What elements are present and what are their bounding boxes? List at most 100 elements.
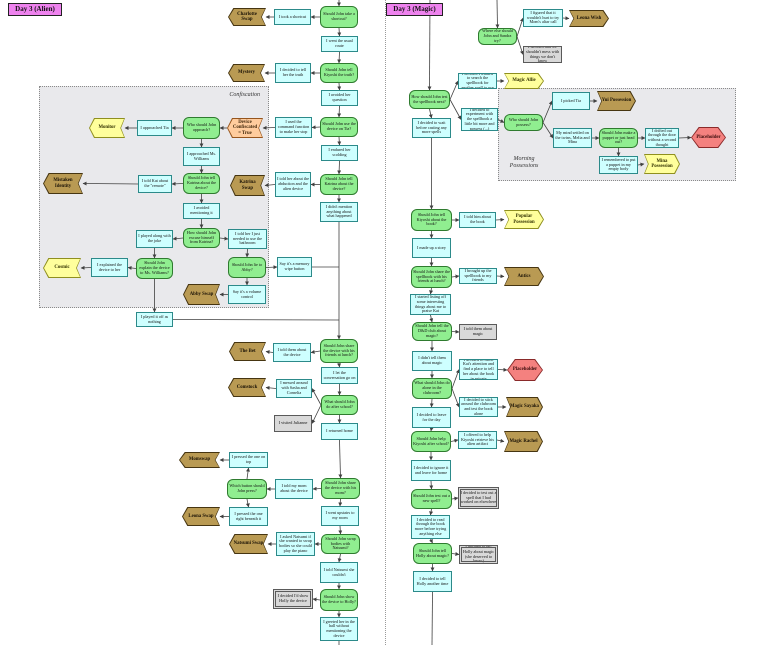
connector-arrow <box>429 314 434 323</box>
connector-arrow <box>262 125 276 130</box>
connector-arrow <box>337 136 342 146</box>
connector-arrow <box>82 181 139 186</box>
decision-afterschool: What should John do after school? <box>321 395 358 415</box>
action-memorywipe: Say it's a memory wipe button <box>277 257 312 277</box>
region-label-morning-possessions: Morning Possessions <box>509 156 539 170</box>
action-rememberedpuppet: I remembered to put a puppet in my empty… <box>599 156 638 174</box>
dead-tellhollygray: I decided to tell Holly about magic (she… <box>459 545 498 564</box>
terminal-thebet: The Bet <box>229 342 266 361</box>
action-toldfriends: I told them about the device <box>273 343 311 362</box>
action-bathroom: I told her I just needed to use the bath… <box>228 229 267 249</box>
page-separator <box>385 0 386 645</box>
label-titleR: Day 3 (Magic) <box>386 3 443 16</box>
terminal-placeholder1: Placeholder <box>691 127 726 148</box>
terminal-leonawish: Leona Wish <box>569 10 609 27</box>
connector-arrow <box>337 27 342 37</box>
terminal-label: Abby Swap <box>184 285 219 304</box>
connector-arrow <box>172 236 184 241</box>
connector-arrow <box>246 467 250 480</box>
dead-testspellgray: I decided to test out a spell that I had… <box>458 487 499 509</box>
terminal-popular: Popular Possession <box>504 210 544 229</box>
action-pickedtia: I picked Tia <box>552 92 590 110</box>
terminal-mina: Mina Possession <box>644 154 680 174</box>
connector-arrow <box>127 265 137 270</box>
region-label-confiscation: Confiscation <box>229 92 260 98</box>
terminal-cosmic: Cosmic <box>43 258 81 278</box>
terminal-antics: Antics <box>504 267 544 286</box>
terminal-magicallie: Magic Allie <box>504 73 544 89</box>
action-apprwilliams: I approached Ms. Williams <box>183 147 220 166</box>
connector-arrow <box>678 135 692 140</box>
terminal-label: Monitor <box>90 119 124 137</box>
decision-natsumigreen: Should John swap bodies with Natsumi? <box>321 534 360 554</box>
terminal-confiscated: Device Confiscated = True <box>227 118 263 138</box>
connector-arrow <box>451 369 460 389</box>
action-catchkat: I decided to catch Kat's attention and f… <box>459 359 498 380</box>
action-avoidq: I avoided her question <box>321 90 358 106</box>
terminal-label: Magic Sayaka <box>507 398 542 416</box>
terminal-label: Katrina Swap <box>231 176 264 195</box>
connector-arrow <box>449 80 459 100</box>
decision-shortcut: Should John take a shortcut? <box>320 6 358 28</box>
action-explaineddev: I explained the device to her <box>91 258 128 277</box>
decision-clubroom: What should John do alone in the clubroo… <box>412 378 452 399</box>
decision-hollygreen: Should John show the device to Holly? <box>320 589 358 611</box>
connector-arrow <box>451 552 460 556</box>
connector-arrow <box>429 398 434 408</box>
connector-arrow <box>495 217 505 222</box>
terminal-label: Mina Possession <box>645 155 679 173</box>
terminal-mystery: Mystery <box>228 64 265 82</box>
action-pressedtop: I pressed the one on top <box>229 452 268 468</box>
action-madeupstory: I made up a story <box>412 238 451 258</box>
action-tookshort: I took a shortcut <box>274 9 311 25</box>
action-playedoff: I played it off as nothing <box>136 312 173 327</box>
decision-puppetgreen: Should John make a puppet or just head o… <box>599 128 638 148</box>
action-toldmom: I told my mom about the device <box>275 479 313 499</box>
connector-arrow <box>497 367 508 372</box>
terminal-label: Leona Wish <box>570 11 608 26</box>
action-offeredhelp: I offered to help Kiyoshi retrieve his a… <box>458 431 497 449</box>
terminal-label: Mistaken Identity <box>44 174 82 193</box>
terminal-sayaka: Magic Sayaka <box>506 397 543 417</box>
dead-shouldntmess: I decided that we shouldn't mess with th… <box>523 46 562 63</box>
connector-arrow <box>451 329 460 334</box>
terminal-label: Antics <box>505 268 543 285</box>
connector-arrow <box>429 287 434 295</box>
action-returnedhome: I returned home <box>321 423 358 440</box>
action-toldbook: I told him about the book <box>459 212 496 228</box>
terminal-label: Comstock <box>229 379 265 396</box>
terminal-label: Magic Rachel <box>505 432 542 451</box>
decision-lieabby: Should John lie to Abby? <box>228 257 266 278</box>
connector-arrow <box>637 162 645 167</box>
action-searchsb: I decided I wanted to search the spellbo… <box>458 73 497 89</box>
connector-arrow <box>429 508 434 516</box>
action-messed: I messed around with Sasha and Cornelia <box>276 379 312 398</box>
decision-sbnext: How should John test the spellbook next? <box>409 90 450 109</box>
decision-whereelse: Where else should John and Sandra try? <box>478 28 517 45</box>
terminal-charlotte: Charlotte Swap <box>228 8 266 26</box>
connector-arrow <box>429 427 434 432</box>
terminal-label: Magic Allie <box>505 74 543 88</box>
terminal-mistaken: Mistaken Identity <box>43 173 83 194</box>
terminal-monitor: Monitor <box>89 118 125 138</box>
action-toldremote: I told Kat about the "remote" <box>138 175 172 193</box>
terminal-label: Mystery <box>229 65 264 81</box>
action-leaveday: I decided to leave for the day <box>412 407 451 428</box>
label-titleL: Day 3 (Alien) <box>8 3 62 16</box>
connector-arrow <box>172 319 340 321</box>
terminal-leonaswap: Leona Swap <box>182 507 220 526</box>
action-telltruth: I decided to tell her the truth <box>275 63 311 83</box>
dead-toldmagicgray: I told them about magic <box>459 324 497 340</box>
decision-whichbutton: Which button should John press? <box>227 479 267 499</box>
action-drifted: I drifted out through the door without a… <box>645 128 679 148</box>
connector-arrow <box>496 274 505 279</box>
terminal-abbyswap: Abby Swap <box>183 284 220 305</box>
connector-arrow <box>428 108 433 119</box>
action-twins: My mind settled on the twins, Melia and … <box>553 128 592 148</box>
connector-arrow <box>449 99 462 120</box>
decision-lunch: Should John share the device with his fr… <box>320 339 358 363</box>
action-tellhollylater: I decided to tell Holly another time <box>413 571 452 592</box>
terminal-label: Charlotte Swap <box>229 9 265 25</box>
decision-katrinadev: Should John tell Katrina about the devic… <box>320 174 358 195</box>
